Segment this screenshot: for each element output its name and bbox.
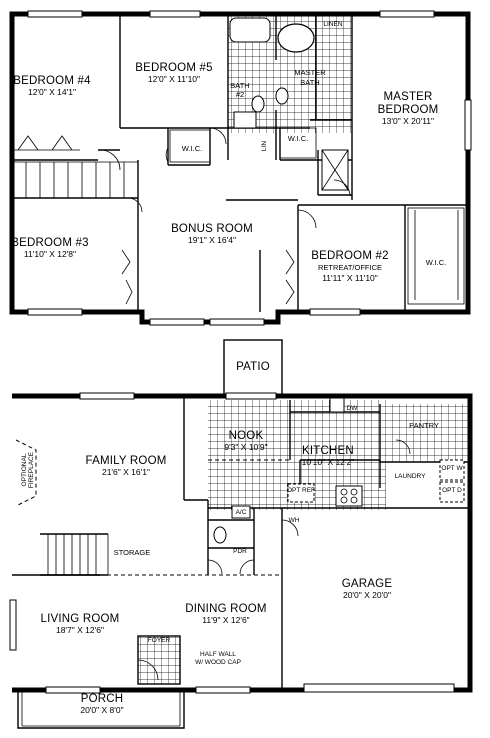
label-bedroom3: BEDROOM #3 [11,237,88,249]
bathtub-bath2 [229,17,271,43]
wic1-box [169,129,211,163]
lower-floor [9,339,473,729]
dryer-space [439,481,465,503]
wic2-box [279,127,317,159]
pdr-toilet [213,526,227,544]
dim-kitchen: 10'10" X 12'2" [302,457,355,467]
label-pdr: PDR [233,548,247,555]
upper-floor [9,10,472,326]
label-wh: WH [289,517,300,524]
dim-dining: 11'9" X 12'6" [202,615,249,625]
label-opt-ref: OPT REF [287,487,315,494]
patio-slab [223,339,283,396]
vanity-bath2 [233,111,257,129]
label-porch: PORCH [81,693,124,705]
label-bedroom5: BEDROOM #5 [135,62,212,74]
label-master-bath-a: MASTER [294,68,326,77]
washer-space [439,459,465,481]
label-opt-d: OPT D [442,487,462,494]
dim-master: 13'0" X 20'11" [382,116,434,126]
label-storage: STORAGE [114,548,151,557]
label-bath2-a: BATH [230,81,249,90]
garage-walls [281,507,470,690]
foyer-box [137,635,181,685]
upper-door-swings [97,127,351,229]
dim-nook: 9'3" X 10'9" [224,442,267,452]
label-linen-side: LIN [261,141,268,151]
room-labels: BEDROOM #4 12'0" X 14'1" BEDROOM #5 12'0… [11,21,463,715]
label-wic2: W.I.C. [288,134,308,143]
label-fireplace-b: FIREPLACE [28,451,35,488]
label-master-a: MASTER [383,91,432,103]
label-dw: DW [347,405,359,412]
label-master-bath-b: BATH [300,78,319,87]
bifold-doors [121,249,295,305]
label-wic3: W.I.C. [426,258,446,267]
garage-door [303,683,455,693]
label-bedroom4: BEDROOM #4 [13,75,91,87]
dim-porch: 20'0" X 8'0" [80,705,123,715]
fireplace-outline [15,439,37,507]
label-half-wall-a: HALF WALL [200,651,236,658]
label-bath2-b: #2 [236,90,244,99]
lower-door-swings [137,439,411,681]
label-garage: GARAGE [342,578,393,590]
label-ac: A/C [236,509,247,516]
label-opt-w: OPT W [441,465,463,472]
dishwasher [329,397,345,413]
wic3-box [407,207,465,305]
label-living: LIVING ROOM [41,613,120,625]
porch-outline [17,690,185,729]
label-family: FAMILY ROOM [85,455,166,467]
label-wic1: W.I.C. [182,144,202,153]
dim-garage: 20'0" X 20'0" [343,590,391,600]
dim-bonus: 19'1" X 16'4" [188,235,236,245]
bedroom4-closet [14,135,80,151]
range-cooktop [335,485,363,507]
dim-bedroom5: 12'0" X 11'10" [148,74,200,84]
toilet-master [275,87,289,105]
dim-bedroom4: 12'0" X 14'1" [28,87,76,97]
label-fireplace-a: OPTIONAL [21,453,28,486]
upper-stairs [11,161,138,199]
toilet-bath2 [251,95,265,113]
label-retreat: RETREAT/OFFICE [318,263,382,272]
label-master-b: BEDROOM [378,104,439,116]
porch-columns [21,692,181,727]
master-tub [277,23,315,53]
lower-dashed-lines [100,396,380,576]
label-foyer: FOYER [148,637,171,644]
label-patio: PATIO [236,361,270,373]
label-pantry: PANTRY [409,421,439,430]
dim-family: 21'6" X 16'1" [102,467,150,477]
pantry-tile [386,404,468,462]
label-kitchen: KITCHEN [302,445,354,457]
label-linen-top: LINEN [323,21,342,28]
dim-bedroom3: 11'10" X 12'8" [24,249,76,259]
label-bonus: BONUS ROOM [171,223,253,235]
foyer-tile [138,636,180,684]
dim-living: 18'7" X 12'6" [56,625,104,635]
label-laundry: LAUNDRY [395,473,427,480]
label-nook: NOOK [229,430,264,442]
ref-space [287,483,315,503]
label-dining: DINING ROOM [185,603,266,615]
label-half-wall-b: W/ WOOD CAP [195,659,241,666]
wic3-inner [414,210,459,300]
label-bedroom2: BEDROOM #2 [311,250,388,262]
ac-unit [231,505,251,519]
dim-bedroom2: 11'11" X 11'10" [322,273,378,283]
lower-stairs [40,533,109,576]
